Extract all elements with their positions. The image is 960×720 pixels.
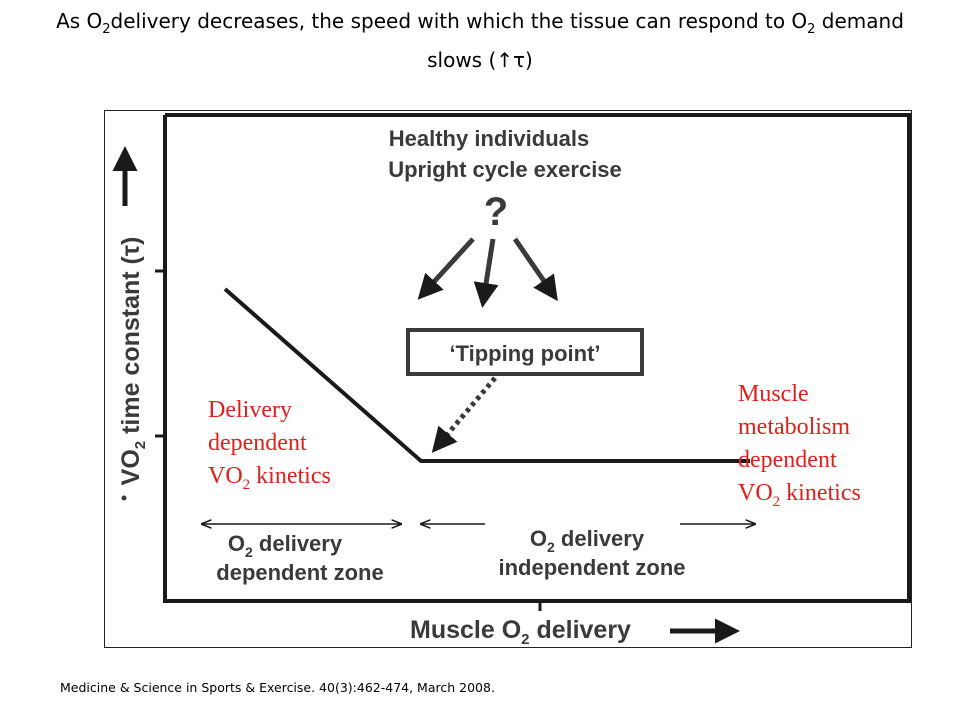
- tipping-point-box: [406, 328, 644, 376]
- slide-title: As O2delivery decreases, the speed with …: [20, 6, 940, 75]
- figure-panel: VO2 time constant (τ) Muscle O2 delivery…: [104, 110, 912, 648]
- diagram-svg: VO2 time constant (τ) Muscle O2 delivery…: [112, 113, 911, 648]
- vo2-kinetics-line: [223, 287, 750, 463]
- slide-title-line-1: As O2delivery decreases, the speed with …: [56, 9, 904, 37]
- delivery-dependent-annotation: Delivery dependent VO2 kinetics: [208, 397, 331, 493]
- y-axis-label: VO2 time constant (τ): [117, 237, 149, 486]
- dependent-zone-label-line-2: dependent zone: [216, 560, 383, 585]
- figure-heading-line-2: Upright cycle exercise: [388, 157, 622, 182]
- question-mark: ?: [484, 190, 508, 234]
- muscle-metabolism-annotation: Muscle metabolism dependent VO2 kinetics: [738, 381, 861, 510]
- tipping-point-label: ‘Tipping point’: [449, 341, 600, 366]
- divergent-arrow-left: [417, 237, 475, 300]
- slide-title-line-2: slows (↑τ): [427, 48, 533, 72]
- divergent-arrow-right: [512, 237, 558, 302]
- divergent-arrow-middle: [473, 238, 499, 308]
- citation: Medicine & Science in Sports & Exercise.…: [60, 680, 495, 695]
- independent-zone-label-line-2: independent zone: [499, 555, 686, 580]
- tipping-point-dotted-arrow: [431, 376, 497, 453]
- independent-zone-label-line-1: O2 delivery: [530, 526, 645, 555]
- dependent-zone-label-line-1: O2 delivery: [228, 531, 343, 560]
- svg-text:VO2 time constant (τ): VO2 time constant (τ): [117, 237, 149, 486]
- figure-heading-line-1: Healthy individuals: [389, 126, 590, 151]
- x-axis-label: Muscle O2 delivery: [410, 616, 631, 648]
- vo2-dot-icon: [121, 495, 127, 501]
